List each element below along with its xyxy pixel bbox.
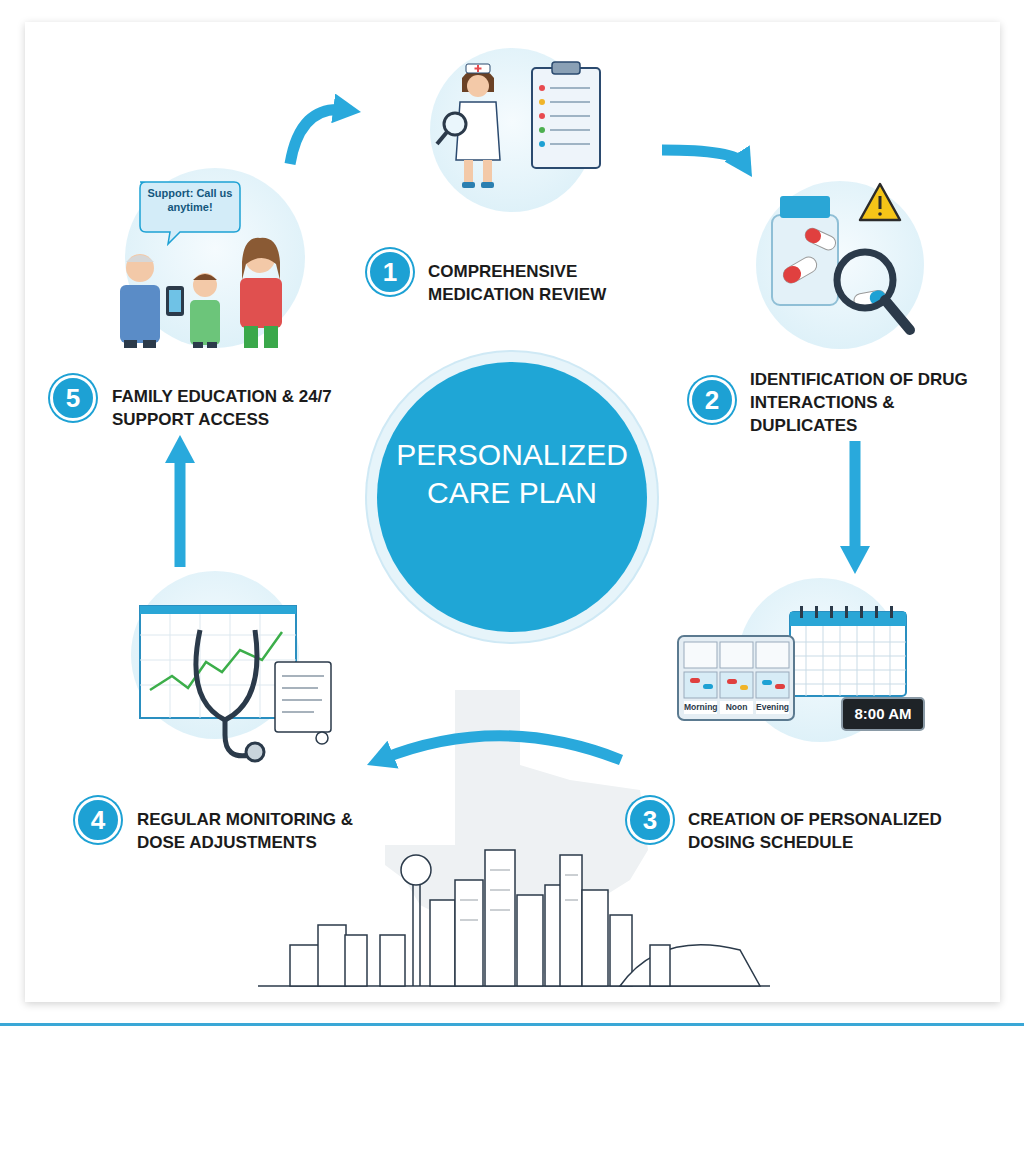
process-step: 3 CREATION OF PERSONALIZED DOSING SCHEDUL…: [621, 574, 992, 858]
process-step: 4 REGULAR MONITORING & DOSE ADJUSTMENTS: [69, 567, 367, 858]
callout-number: 5: [50, 375, 96, 421]
illustration-text: Evening: [756, 702, 789, 713]
illustration-text: 8:00 AM: [842, 705, 924, 723]
flow-arrow: [850, 441, 861, 558]
flow-arrow: [175, 451, 186, 567]
illustration-text: Support: Call us anytime!: [142, 186, 238, 214]
callout-number: 3: [627, 797, 673, 843]
illustration-text: Morning: [684, 702, 717, 713]
step-label: IDENTIFICATION OF DRUG INTERACTIONS & DU…: [750, 368, 968, 437]
flow-arrow: [382, 736, 621, 760]
divider-line: [0, 1023, 1024, 1026]
illustration-text: Noon: [720, 702, 753, 713]
flow-arrow: [662, 150, 743, 163]
flow-arrow: [290, 109, 345, 164]
step-label: FAMILY EDUCATION & 24/7 SUPPORT ACCESS: [112, 385, 352, 431]
callout-number: 1: [367, 249, 413, 295]
callout-number: 4: [75, 797, 121, 843]
step-label: REGULAR MONITORING & DOSE ADJUSTMENTS: [137, 808, 363, 854]
process-step: 1 COMPREHENSIVE MEDICATION REVIEW: [361, 44, 662, 310]
center-circle: PERSONALIZED CARE PLAN: [377, 362, 647, 632]
center-title: PERSONALIZED CARE PLAN: [392, 436, 632, 512]
callout-number: 2: [689, 377, 735, 423]
step-label: CREATION OF PERSONALIZED DOSING SCHEDULE: [688, 808, 988, 854]
step-label: COMPREHENSIVE MEDICATION REVIEW: [428, 260, 658, 306]
process-step: 2 IDENTIFICATION OF DRUG INTERACTIONS & D…: [683, 177, 972, 441]
